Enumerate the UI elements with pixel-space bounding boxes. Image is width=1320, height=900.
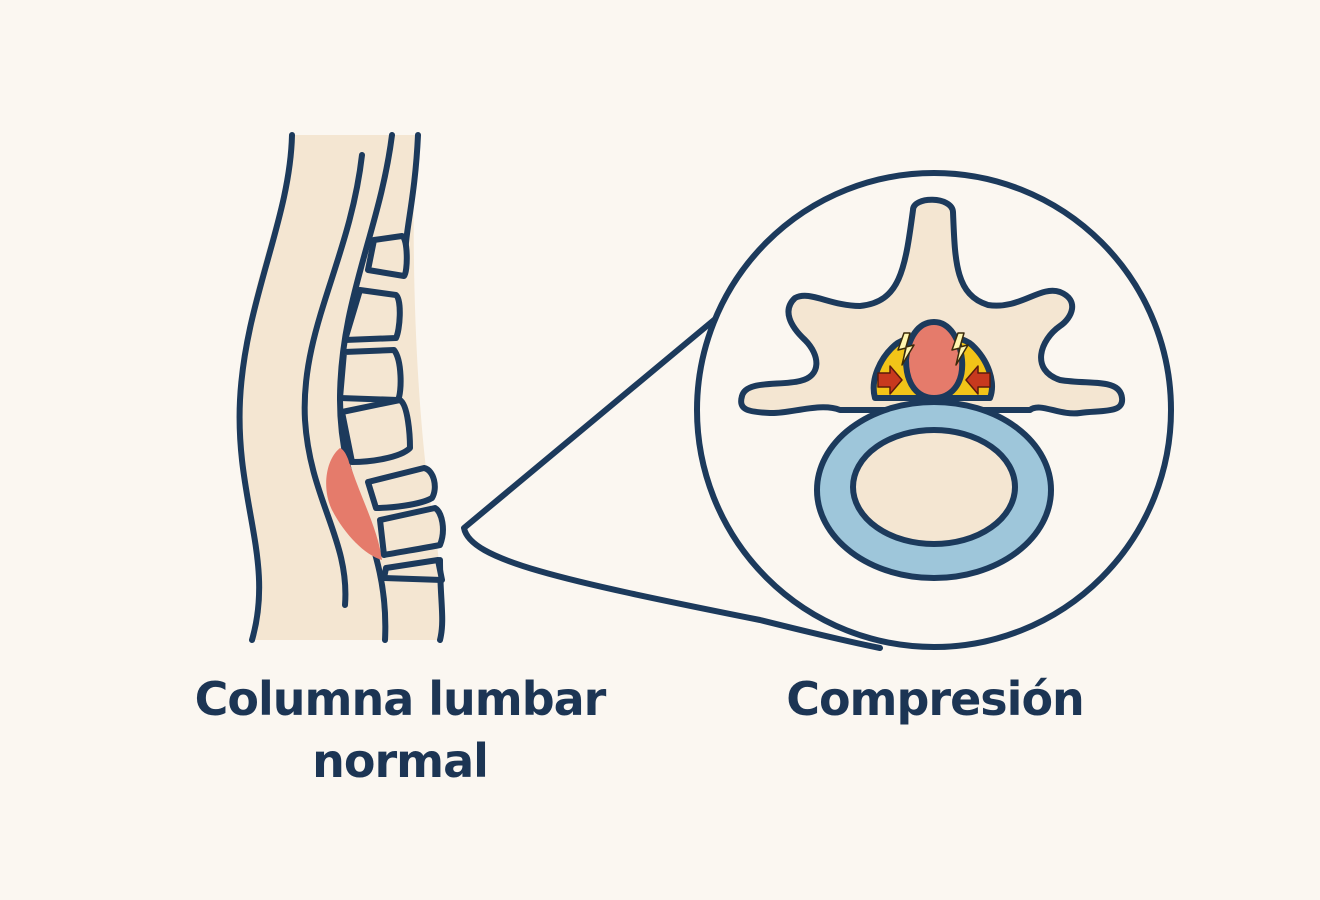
spinal-canal-line — [301, 152, 365, 608]
vertebral-body — [850, 427, 1018, 547]
vertebra-7 — [381, 557, 445, 583]
vertebra-1 — [365, 233, 410, 279]
compression-arrow-icon — [877, 365, 991, 395]
arrow-left — [877, 365, 903, 395]
vertebrae — [337, 233, 446, 583]
vertebra-4 — [339, 397, 413, 465]
label-line-2: normal — [312, 734, 489, 788]
vertebra-3 — [337, 347, 404, 403]
spark-right — [951, 332, 969, 366]
pain-spark-icon — [897, 332, 969, 366]
nerve-root — [903, 319, 966, 401]
lumbar-spine-side-view — [236, 132, 446, 643]
inflammation-area — [326, 448, 382, 560]
back-contour-outer — [236, 132, 295, 643]
spark-left — [897, 332, 915, 366]
label-line-1: Columna lumbar — [194, 672, 607, 726]
arrow-right — [965, 365, 991, 395]
vertebra-6 — [377, 505, 446, 558]
label-compression: Compresión — [786, 672, 1085, 726]
magnified-cross-section — [694, 170, 1174, 650]
vertebra-top-view — [738, 196, 1125, 417]
vertebra-5 — [365, 465, 438, 511]
vertebra-2 — [342, 287, 403, 343]
label-normal-lumbar-spine: Columna lumbar normal — [150, 668, 650, 792]
zoom-callout-lines — [461, 312, 883, 651]
